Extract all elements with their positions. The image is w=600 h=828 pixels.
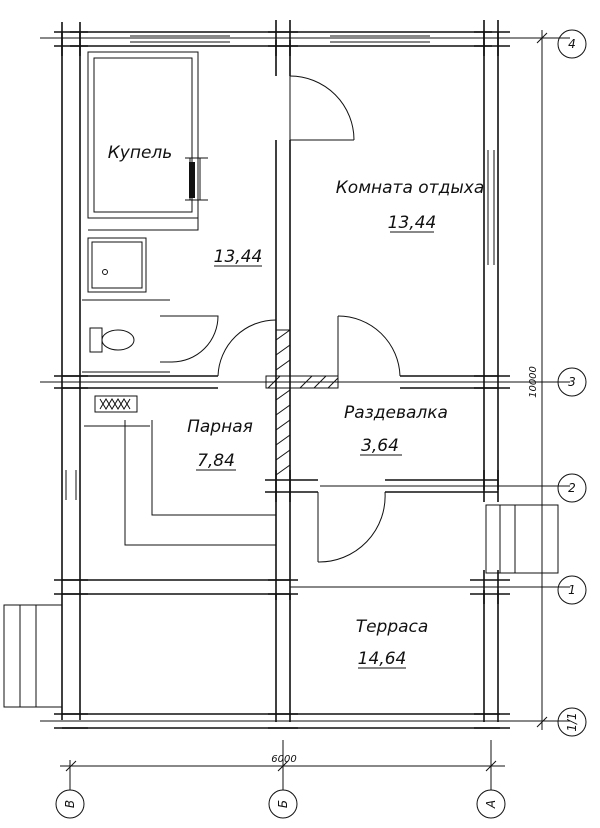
room-terrace-name: Терраса [356,617,429,637]
axis-1-1: 1/1 [557,707,587,737]
room-dressing-area: 3,64 [361,436,399,456]
svg-text:Б: Б [276,800,290,808]
room-labels: Купель Комната отдыха 13,44 13,44 Парная… [108,143,485,669]
pool [87,51,199,219]
log-joints [54,20,510,729]
fixtures [3,51,559,708]
axis-2: 2 [557,473,587,503]
steps-left [3,604,63,708]
room-terrace-area: 14,64 [358,649,407,669]
room-dressing-name: Раздевалка [344,403,448,423]
svg-text:1: 1 [568,583,576,597]
room-relax-area: 13,44 [388,213,437,233]
steps-right [485,504,559,574]
stove [94,395,138,413]
dim-width: 6000 [271,754,296,765]
room-steam-area: 7,84 [197,451,235,471]
svg-text:4: 4 [568,37,576,51]
axis-a: А [476,789,506,819]
room-kupel-name: Купель [108,143,173,163]
axis-3: 3 [557,367,587,397]
axis-b: Б [268,789,298,819]
svg-text:В: В [63,800,77,808]
doors [160,75,401,563]
dim-height: 10000 [528,366,539,398]
svg-text:А: А [484,800,498,809]
room-relax-name: Комната отдыха [336,178,485,198]
room-steam-name: Парная [187,417,253,437]
svg-text:1/1: 1/1 [565,712,579,731]
axis-1: 1 [557,575,587,605]
axis-4: 4 [557,29,587,59]
axis-bubbles: 4 3 2 1 1/1 В Б А [55,29,587,819]
room-wash-area: 13,44 [214,247,263,267]
walls [61,31,510,729]
svg-text:2: 2 [568,481,576,495]
dimension-lines [40,30,570,790]
svg-text:3: 3 [568,375,576,389]
toilet [89,327,135,353]
shower [87,237,147,293]
axis-v: В [55,789,85,819]
